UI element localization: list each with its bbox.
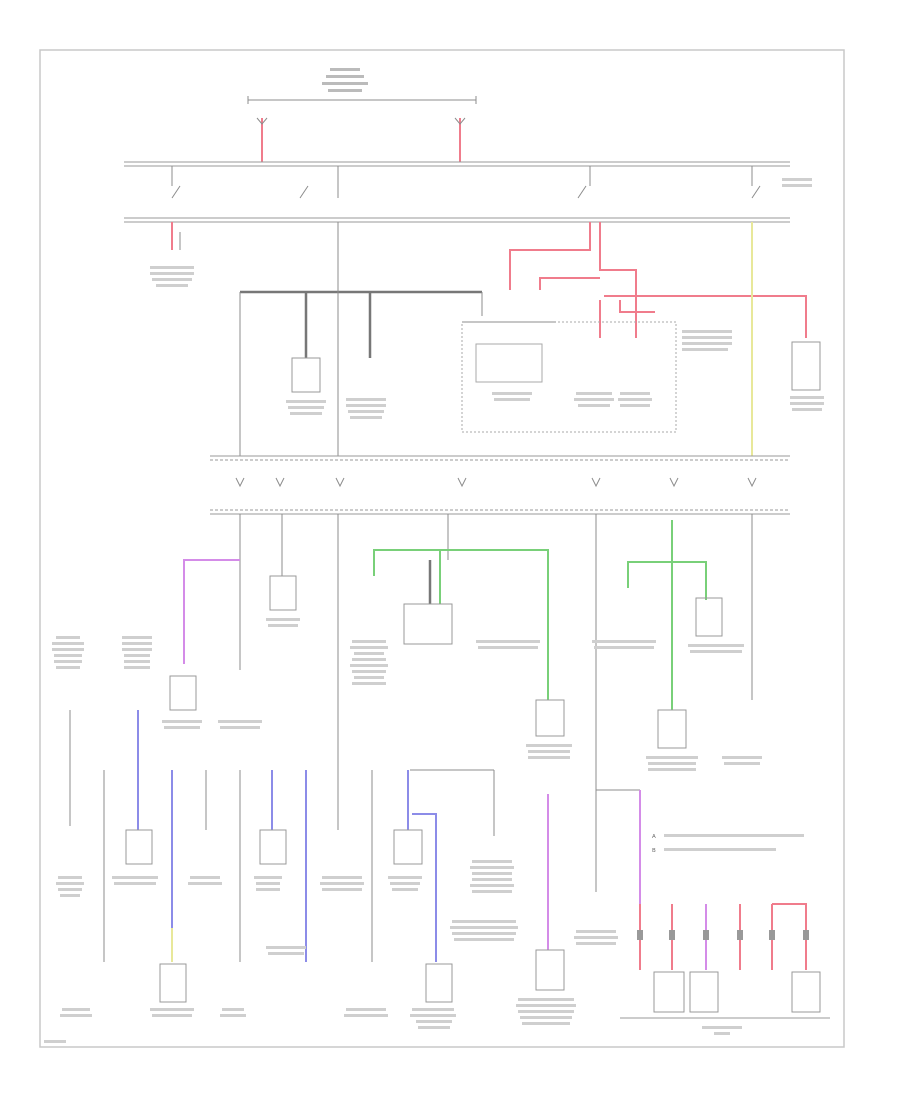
diagram-frame [39,49,845,1048]
main-fuses [261,118,461,162]
bottom-fuse-symbols [637,930,809,940]
upper-distribution [239,222,483,456]
top-fuse-box-label [322,68,368,92]
lower-drops [69,710,373,962]
lower-components [125,829,565,1003]
main-busbars [124,161,790,223]
middle-components [169,575,723,749]
fuel-pump-relay [475,343,543,383]
upper-components [291,341,821,393]
legend-marker-a: A [652,834,656,840]
figure-id [44,1040,66,1043]
middle-fuse-panel [210,455,790,515]
bottom-fuse-block [620,903,830,1019]
legend-marker-b: B [652,848,656,854]
middle-label-blocks [52,618,762,771]
legend-text-a [664,834,804,837]
bottom-bus-label [702,1026,742,1035]
legend: A B [652,834,804,854]
lower-distribution [410,769,640,836]
green-wires [373,520,707,710]
fuse-symbols [256,117,466,125]
top-fuse-box [247,96,477,104]
right-relay-wiring [509,222,807,338]
ignition-switches [171,166,761,199]
middle-drops [239,514,753,892]
legend-text-b [664,848,776,851]
component-label-blocks [150,178,824,419]
lower-blue-wires [137,710,437,962]
left-relay-branch [171,222,181,250]
violet-wire-left [183,559,240,664]
lower-label-blocks [56,860,618,1029]
middle-fuses [235,477,757,488]
relay-box [461,321,677,433]
